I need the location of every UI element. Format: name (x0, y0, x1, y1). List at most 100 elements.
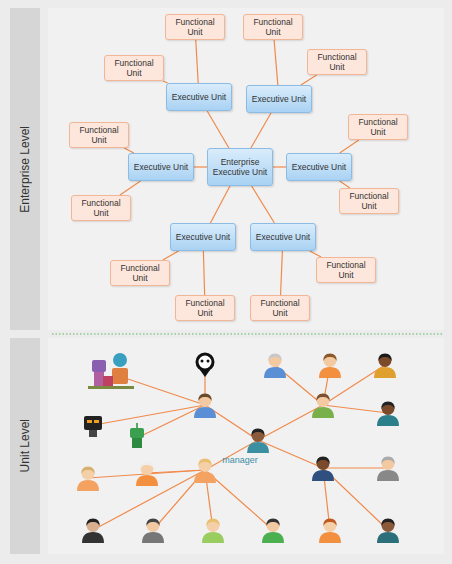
connector-line (194, 166, 207, 167)
level-band: Unit Level (10, 338, 40, 554)
link (258, 440, 323, 468)
connector-line (252, 186, 275, 223)
link (125, 378, 205, 405)
box-label: Executive Unit (252, 94, 306, 104)
person-icon (142, 519, 164, 544)
enterprise-panel (48, 8, 444, 330)
box-label: Functional Unit (108, 58, 160, 78)
box-label: Functional Unit (343, 191, 395, 211)
people-links (88, 365, 388, 530)
box-label: Functional Unit (73, 125, 125, 145)
functional-box: Functional Unit (243, 14, 303, 40)
link (139, 405, 205, 437)
odd-icon (197, 354, 213, 377)
executive-box: Enterprise Executive Unit (207, 148, 273, 186)
robot-eye (94, 420, 99, 423)
connector (194, 167, 207, 168)
person-icon (264, 354, 286, 379)
connector-line (210, 186, 230, 223)
robot-head (92, 360, 106, 372)
mask-face (197, 354, 213, 370)
functional-box: Functional Unit (110, 260, 170, 286)
connector (210, 186, 230, 223)
mask-eye (201, 360, 204, 363)
box-label: Functional Unit (254, 298, 306, 318)
connector (196, 40, 198, 83)
connector-line (281, 251, 283, 295)
box-label: Functional Unit (169, 17, 221, 37)
mask-eye (207, 360, 210, 363)
robot-body (132, 438, 142, 448)
person-icon (77, 467, 99, 492)
link (323, 467, 388, 468)
robot-antenna (136, 423, 138, 428)
person-icon (377, 402, 399, 427)
robot-base (88, 386, 134, 389)
connector (252, 186, 275, 223)
mask-chin (200, 370, 210, 377)
connector (120, 181, 140, 195)
functional-box: Functional Unit (250, 295, 310, 321)
box-label: Functional Unit (320, 260, 372, 280)
functional-box: Functional Unit (348, 114, 408, 140)
person-icon (82, 519, 104, 544)
functional-box: Functional Unit (339, 188, 399, 214)
box-label: Functional Unit (352, 117, 404, 137)
connector-line (203, 251, 204, 295)
connector (207, 111, 229, 148)
connector (274, 40, 278, 85)
robot-body (112, 368, 128, 384)
functional-box: Functional Unit (165, 14, 225, 40)
connector-line (340, 140, 359, 153)
person-icon (262, 519, 284, 544)
person-icon (377, 457, 399, 482)
connector-line (196, 40, 198, 83)
people (77, 354, 399, 544)
person-icon (136, 462, 158, 487)
connector-line (163, 251, 179, 260)
person-icon (247, 429, 269, 454)
connector (340, 181, 350, 188)
person-icon (377, 519, 399, 544)
robot-head (130, 428, 144, 438)
box-label: Executive Unit (176, 232, 230, 242)
person-icon (374, 354, 396, 379)
person-icon (312, 394, 334, 419)
connector (340, 140, 359, 153)
connector-line (207, 111, 229, 148)
executive-box: Executive Unit (170, 223, 236, 251)
role-label: manager (218, 455, 262, 465)
connector-line (120, 181, 140, 195)
box-label: Functional Unit (311, 52, 363, 72)
box-label: Functional Unit (247, 17, 299, 37)
level-divider (52, 333, 442, 334)
connector-line (274, 40, 278, 85)
box-label: Executive Unit (256, 232, 310, 242)
person-icon (319, 354, 341, 379)
functional-box: Functional Unit (104, 55, 164, 81)
box-label: Enterprise Executive Unit (211, 157, 269, 177)
connector (203, 251, 204, 295)
functional-box: Functional Unit (316, 257, 376, 283)
executive-box: Executive Unit (166, 83, 232, 111)
box-label: Functional Unit (114, 263, 166, 283)
link (323, 405, 388, 413)
connector-line (251, 113, 271, 148)
level-band: Enterprise Level (10, 8, 40, 330)
person-icon (202, 519, 224, 544)
executive-box: Executive Unit (246, 85, 312, 113)
connector (251, 113, 271, 148)
robot-body (89, 430, 97, 437)
unit-panel (48, 338, 444, 554)
functional-box: Functional Unit (71, 195, 131, 221)
link (258, 405, 323, 440)
connector-line (340, 181, 350, 188)
connector (163, 251, 179, 260)
robot-head (113, 353, 127, 367)
executive-box: Executive Unit (286, 153, 352, 181)
connector (301, 75, 317, 85)
robot-head (84, 416, 102, 430)
connector (281, 251, 283, 295)
robot-eye (87, 420, 92, 423)
functional-box: Functional Unit (307, 49, 367, 75)
